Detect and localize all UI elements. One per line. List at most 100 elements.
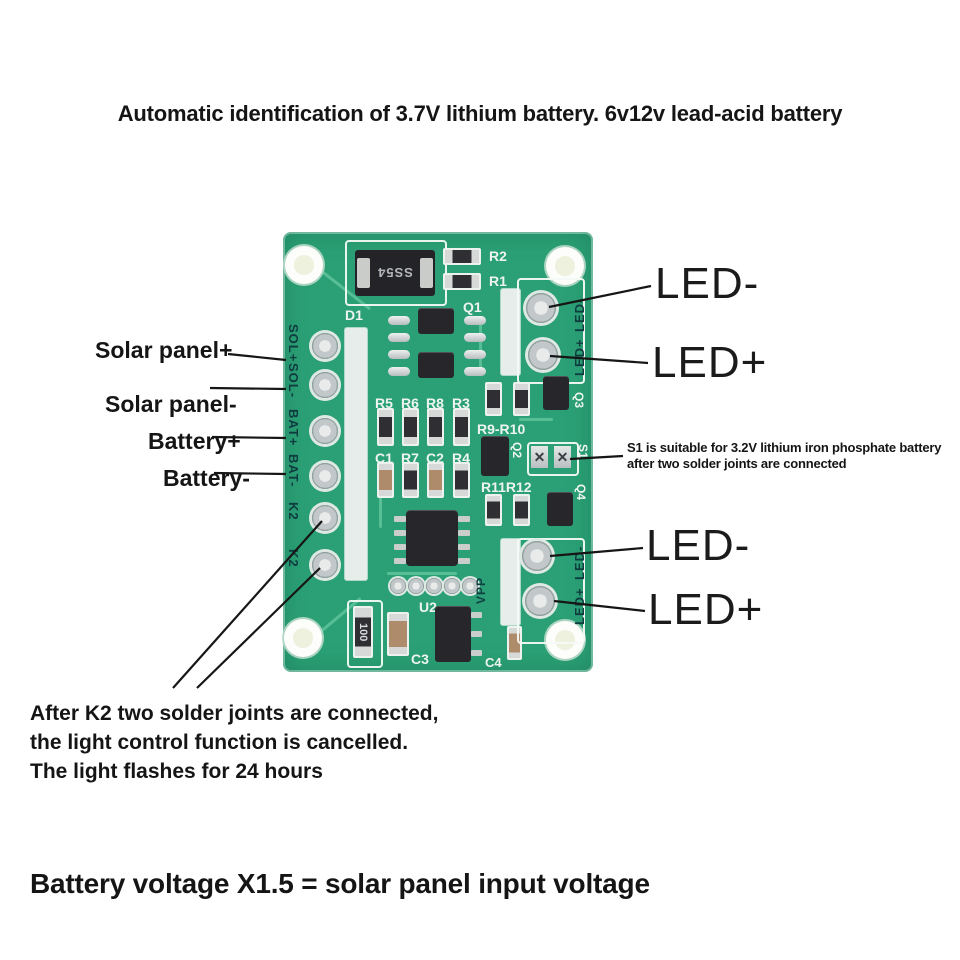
diode-d1: SS54	[355, 250, 435, 296]
transistor-q1a	[418, 308, 454, 334]
ref-r6: R6	[401, 395, 419, 411]
resistor-100: 100	[353, 606, 373, 658]
ref-q3: Q3	[572, 392, 586, 409]
edge-label-led-minus: LED-	[572, 545, 587, 580]
copper-trace	[479, 320, 482, 376]
edge-label-led-plus: LED+	[572, 587, 587, 625]
sot89-pin	[471, 650, 482, 656]
edge-label-sol-plus: SOL+	[286, 324, 301, 363]
hole-bore	[555, 256, 575, 276]
ref-c2: C2	[426, 450, 444, 466]
edge-label-led-minus: LED-	[572, 297, 587, 332]
silkscreen-strip	[345, 328, 367, 580]
oval-pad	[388, 367, 410, 376]
resistor-r12	[513, 494, 530, 526]
copper-trace	[387, 572, 457, 575]
capacitor-c1	[377, 462, 394, 498]
callout-led-minus-top: LED-	[655, 259, 760, 308]
solder-pad-led-minus	[526, 293, 556, 323]
resistor-r7	[402, 462, 419, 498]
ref-q4: Q4	[574, 484, 588, 501]
ref-d1: D1	[345, 307, 363, 323]
edge-label-k2: K2	[286, 502, 301, 521]
ref-r1: R1	[489, 273, 507, 289]
solder-pad-k2	[312, 505, 338, 531]
vpp-pad	[390, 578, 406, 594]
k2-note-line2: the light control function is cancelled.	[30, 731, 409, 754]
ref-c3: C3	[411, 651, 429, 667]
ref-q1: Q1	[463, 299, 482, 315]
callout-battery-minus: Battery-	[163, 465, 250, 491]
ic-pin	[458, 558, 470, 564]
resistor-r9	[485, 382, 502, 416]
resistor-r11	[485, 494, 502, 526]
oval-pad	[388, 350, 410, 359]
edge-label-led-plus: LED+	[572, 338, 587, 376]
hole-bore	[293, 628, 313, 648]
oval-pad	[464, 333, 486, 342]
ic-pin	[458, 530, 470, 536]
ref-r4: R4	[452, 450, 470, 466]
resistor-r10	[513, 382, 530, 416]
transistor-q3	[543, 376, 569, 410]
vpp-pad	[462, 578, 478, 594]
resistor-marking: 100	[357, 622, 369, 642]
callout-battery-plus: Battery+	[148, 428, 241, 454]
copper-trace	[519, 418, 553, 421]
edge-label-bat-minus: BAT-	[286, 454, 301, 488]
ref-r7: R7	[401, 450, 419, 466]
capacitor-c2	[427, 462, 444, 498]
ic-pin	[458, 516, 470, 522]
hole-bore	[294, 255, 314, 275]
resistor-r4	[453, 462, 470, 498]
ref-r8: R8	[426, 395, 444, 411]
sot89-pin	[471, 631, 482, 637]
ic-pin	[394, 530, 406, 536]
ic-soic8	[406, 510, 458, 566]
callout-led-plus-top: LED+	[652, 338, 768, 387]
s1-note: S1 is suitable for 3.2V lithium iron pho…	[627, 440, 960, 472]
capacitor-c3	[387, 612, 409, 656]
vpp-pad	[426, 578, 442, 594]
resistor-r5	[377, 408, 394, 446]
ref-s1: S1	[576, 444, 590, 459]
oval-pad	[464, 350, 486, 359]
ref-r2: R2	[489, 248, 507, 264]
pcb-board: SOL+ SOL- BAT+ BAT- K2 K2 SS54 D1 R2 R1 …	[283, 232, 593, 672]
ref-u2: U2	[419, 599, 437, 615]
edge-label-sol-minus: SOL-	[286, 363, 301, 399]
mounting-hole	[546, 621, 584, 659]
oval-pad	[464, 367, 486, 376]
hole-bore	[555, 630, 575, 650]
ref-r3: R3	[452, 395, 470, 411]
sot89-pin	[471, 612, 482, 618]
solder-pad-k2	[312, 552, 338, 578]
mounting-hole	[285, 246, 323, 284]
ref-c4: C4	[485, 655, 502, 670]
resistor-r3	[453, 408, 470, 446]
resistor-r6	[402, 408, 419, 446]
resistor-r2	[443, 248, 481, 265]
solder-pad-bat-plus	[312, 418, 338, 444]
copper-trace	[379, 482, 382, 528]
oval-pad	[464, 316, 486, 325]
silkscreen-outline	[517, 538, 585, 644]
solder-pad-led-plus	[528, 340, 558, 370]
diode-terminal	[420, 258, 433, 288]
edge-label-k2: K2	[286, 549, 301, 568]
diode-marking: SS54	[377, 265, 413, 280]
ref-c1: C1	[375, 450, 393, 466]
edge-label-bat-plus: BAT+	[286, 409, 301, 447]
silkscreen-strip	[501, 539, 520, 625]
silkscreen-outline	[347, 600, 383, 668]
ref-r9-r10: R9-R10	[477, 421, 526, 437]
diode-terminal	[357, 258, 370, 288]
ref-r11-r12: R11R12	[481, 479, 532, 495]
headline-text: Automatic identification of 3.7V lithium…	[117, 101, 843, 126]
oval-pad	[388, 333, 410, 342]
ic-pin	[394, 516, 406, 522]
ic-pin	[394, 544, 406, 550]
regulator-u2	[435, 606, 471, 662]
transistor-q1b	[418, 352, 454, 378]
